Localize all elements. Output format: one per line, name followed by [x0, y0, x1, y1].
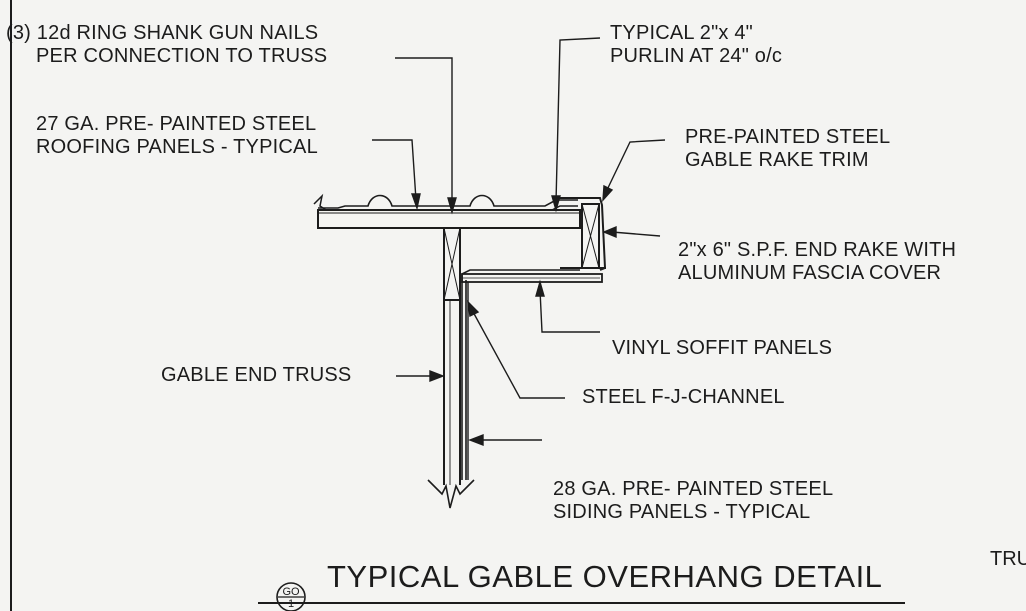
break-symbol	[427, 479, 475, 509]
roofing-panel	[318, 194, 578, 209]
roof-assembly	[313, 193, 607, 509]
leader-purlin	[555, 37, 601, 203]
detail-tag-number: 1	[287, 598, 295, 610]
leader-lines	[372, 37, 666, 447]
leader-soffit	[539, 289, 600, 333]
label-roofing: 27 GA. PRE- PAINTED STEEL ROOFING PANELS…	[36, 113, 318, 158]
leader-channel	[471, 309, 565, 399]
detail-title: TYPICAL GABLE OVERHANG DETAIL	[327, 559, 883, 594]
detail-tag-top: GO	[282, 586, 300, 598]
label-channel: STEEL F-J-CHANNEL	[582, 386, 785, 408]
leader-nails	[395, 57, 453, 205]
label-soffit: VINYL SOFFIT PANELS	[612, 337, 833, 359]
label-siding: 28 GA. PRE- PAINTED STEEL SIDING PANELS …	[553, 478, 834, 523]
truss-block	[443, 227, 461, 301]
detail-tag-circle	[276, 582, 306, 611]
leader-end-rake	[611, 231, 661, 237]
label-truss: GABLE END TRUSS	[161, 364, 352, 386]
label-rake-trim: PRE-PAINTED STEEL GABLE RAKE TRIM	[685, 126, 891, 171]
title-graphics	[258, 582, 905, 611]
leader-roofing	[372, 139, 417, 201]
label-purlin: TYPICAL 2"x 4" PURLIN AT 24" o/c	[610, 22, 783, 67]
label-end-rake: 2"x 6" S.P.F. END RAKE WITH ALUMINUM FAS…	[678, 239, 957, 284]
f-j-channel	[461, 274, 467, 480]
leader-rake-trim	[605, 139, 666, 193]
cropped-edge-text: TRU	[990, 548, 1026, 570]
panel-break-symbol	[313, 193, 327, 211]
label-nails: (3) 12d RING SHANK GUN NAILS PER CONNECT…	[6, 22, 328, 67]
